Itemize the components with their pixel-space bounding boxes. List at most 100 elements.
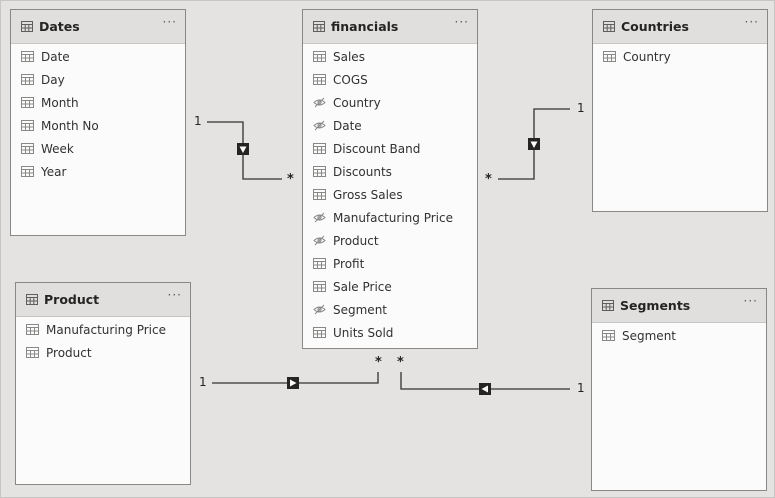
cardinality-one-dates: 1: [194, 114, 202, 128]
table-icon: [313, 21, 325, 32]
cardinality-one-segments: 1: [577, 381, 585, 395]
field-name: Product: [46, 345, 92, 360]
field-name: Date: [333, 118, 362, 133]
field-row[interactable]: Day: [11, 68, 185, 91]
filter-direction-down-icon: [239, 146, 247, 153]
table-field-icon: [313, 51, 326, 62]
more-options-icon[interactable]: ···: [743, 294, 758, 308]
field-name: Country: [623, 49, 671, 64]
relationship-line-product: [212, 372, 379, 384]
hidden-field-icon: [313, 304, 326, 315]
table-header[interactable]: financials ···: [303, 10, 477, 44]
table-header[interactable]: Product ···: [16, 283, 190, 317]
filter-direction-right-icon: [290, 379, 297, 387]
hidden-field-icon: [313, 120, 326, 131]
table-title: financials: [331, 19, 399, 34]
cardinality-many-dates: *: [287, 172, 294, 187]
more-options-icon[interactable]: ···: [167, 288, 182, 302]
table-icon: [603, 21, 615, 32]
field-row[interactable]: Sale Price: [303, 275, 477, 298]
field-name: Sale Price: [333, 279, 392, 294]
field-name: Product: [333, 233, 379, 248]
filter-direction-down-icon-2: [530, 141, 538, 148]
table-title: Product: [44, 292, 100, 307]
table-field-icon: [21, 97, 34, 108]
more-options-icon[interactable]: ···: [744, 15, 759, 29]
field-row[interactable]: Country: [593, 45, 767, 68]
field-row[interactable]: Discount Band: [303, 137, 477, 160]
field-row[interactable]: Discounts: [303, 160, 477, 183]
field-name: Discounts: [333, 164, 392, 179]
filter-direction-left-icon: [481, 385, 488, 393]
field-name: Date: [41, 49, 70, 64]
field-name: Month No: [41, 118, 99, 133]
relationship-line-segments: [400, 372, 570, 390]
table-icon: [602, 300, 614, 311]
field-row[interactable]: Profit: [303, 252, 477, 275]
field-row[interactable]: Week: [11, 137, 185, 160]
table-card-segments[interactable]: Segments···Segment: [591, 288, 767, 491]
hidden-field-icon: [313, 235, 326, 246]
hidden-field-icon: [313, 212, 326, 223]
field-row[interactable]: Segment: [592, 324, 766, 347]
field-name: Day: [41, 72, 65, 87]
field-name: COGS: [333, 72, 368, 87]
more-options-icon[interactable]: ···: [162, 15, 177, 29]
cardinality-many-countries: *: [485, 172, 492, 187]
field-name: Year: [41, 164, 67, 179]
field-row[interactable]: COGS: [303, 68, 477, 91]
field-name: Sales: [333, 49, 365, 64]
more-options-icon[interactable]: ···: [454, 15, 469, 29]
field-row[interactable]: Date: [11, 45, 185, 68]
field-row[interactable]: Manufacturing Price: [16, 318, 190, 341]
field-row[interactable]: Segment: [303, 298, 477, 321]
field-row[interactable]: Gross Sales: [303, 183, 477, 206]
field-row[interactable]: Manufacturing Price: [303, 206, 477, 229]
hidden-field-icon: [313, 97, 326, 108]
table-icon: [21, 21, 33, 32]
field-row[interactable]: Date: [303, 114, 477, 137]
table-field-icon: [313, 189, 326, 200]
table-field-icon: [21, 143, 34, 154]
table-field-icon: [603, 51, 616, 62]
table-field-icon: [26, 324, 39, 335]
table-card-countries[interactable]: Countries··· Country: [592, 9, 768, 212]
field-row[interactable]: Country: [303, 91, 477, 114]
field-name: Discount Band: [333, 141, 421, 156]
field-row[interactable]: Units Sold: [303, 321, 477, 344]
field-row[interactable]: Month No: [11, 114, 185, 137]
field-row[interactable]: Product: [303, 229, 477, 252]
field-name: Month: [41, 95, 79, 110]
table-field-icon: [313, 143, 326, 154]
table-field-icon: [21, 166, 34, 177]
table-field-icon: [313, 327, 326, 338]
field-name: Units Sold: [333, 325, 394, 340]
field-row[interactable]: Month: [11, 91, 185, 114]
field-row[interactable]: Sales: [303, 45, 477, 68]
table-field-icon: [21, 120, 34, 131]
field-name: Profit: [333, 256, 365, 271]
field-list: Country: [593, 44, 767, 68]
table-header[interactable]: Countries···: [593, 10, 767, 44]
cardinality-many-segments: *: [397, 355, 404, 370]
table-field-icon: [313, 74, 326, 85]
field-row[interactable]: Product: [16, 341, 190, 364]
table-header[interactable]: Segments···: [592, 289, 766, 323]
field-row[interactable]: Year: [11, 160, 185, 183]
table-field-icon: [602, 330, 615, 341]
field-name: Manufacturing Price: [333, 210, 453, 225]
table-field-icon: [26, 347, 39, 358]
table-field-icon: [313, 258, 326, 269]
table-icon: [26, 294, 38, 305]
table-header[interactable]: Dates ···: [11, 10, 185, 44]
table-title: Dates: [39, 19, 80, 34]
field-name: Segment: [333, 302, 387, 317]
field-list: Segment: [592, 323, 766, 347]
